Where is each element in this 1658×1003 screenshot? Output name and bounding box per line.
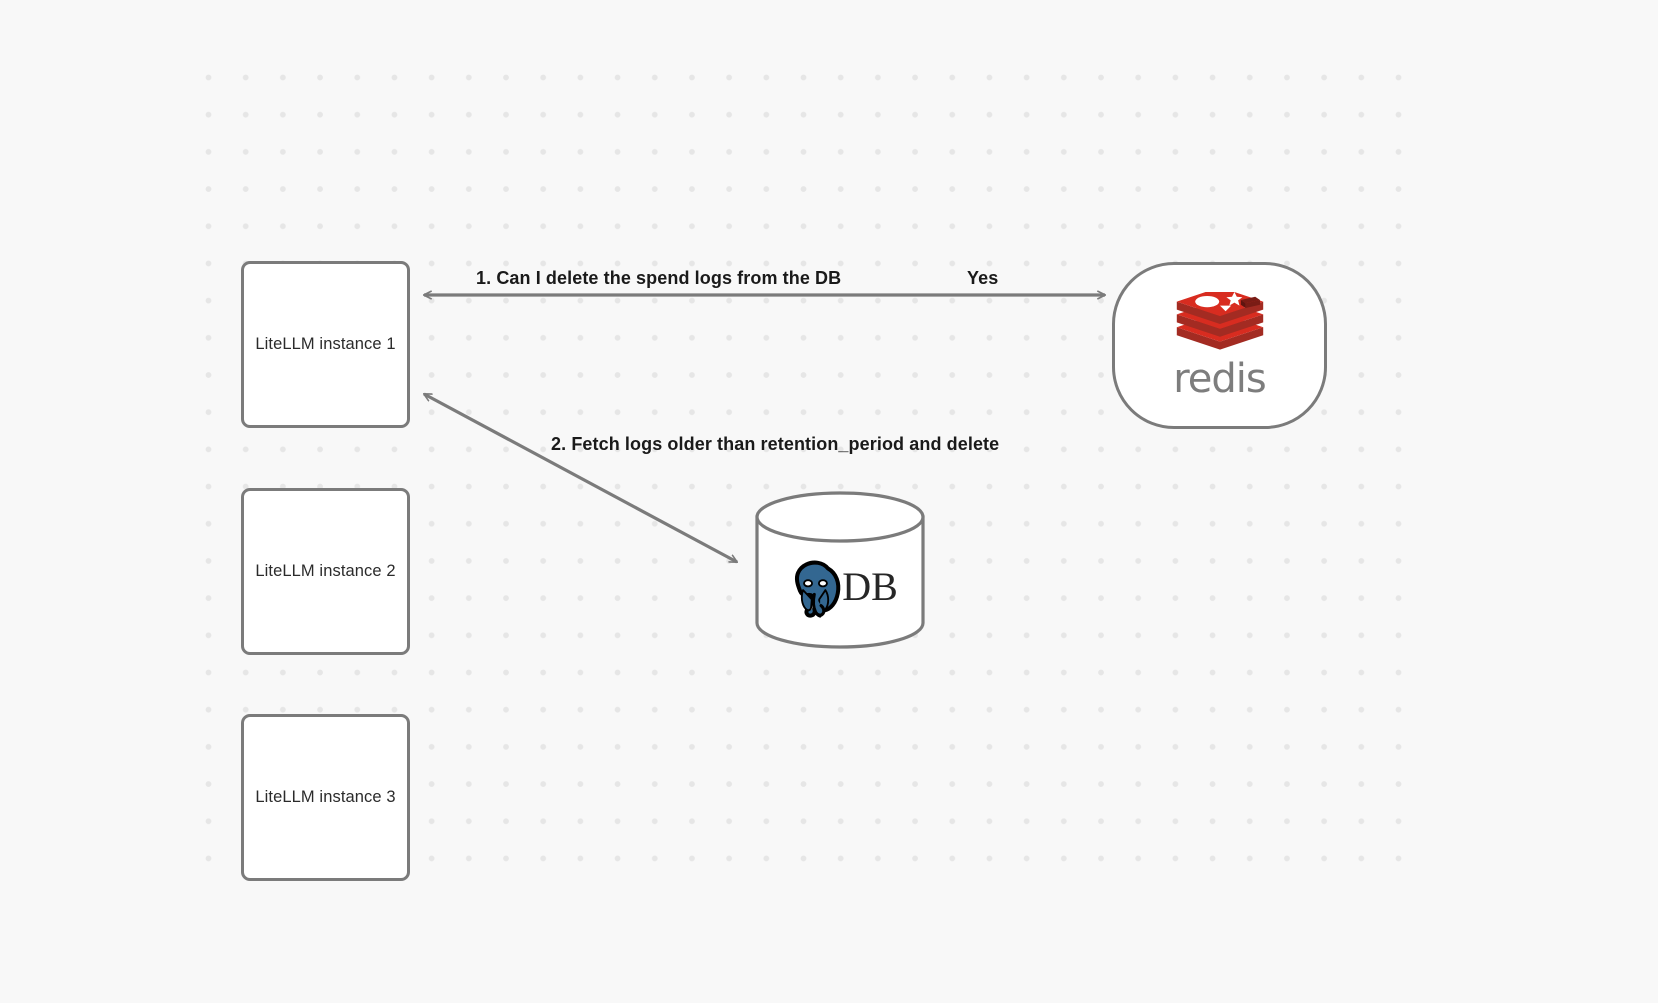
node-litellm-instance-3[interactable]: LiteLLM instance 3 (241, 714, 410, 881)
postgres-elephant-icon (795, 560, 841, 618)
edge-instance1-to-database (424, 392, 737, 564)
node-litellm-instance-1[interactable]: LiteLLM instance 1 (241, 261, 410, 428)
redis-logo-icon (1176, 292, 1263, 350)
node-redis[interactable]: redis (1112, 262, 1327, 429)
edge-label-db-delete: 2. Fetch logs older than retention_perio… (551, 434, 1000, 454)
database-cylinder-shape (755, 491, 925, 649)
node-litellm-instance-3-label: LiteLLM instance 3 (255, 788, 396, 807)
redis-wordmark-label: redis (1173, 356, 1267, 402)
node-database[interactable]: DB (754, 490, 926, 650)
edge-label-redis-query: 1. Can I delete the spend logs from the … (476, 268, 842, 288)
edge-label-redis-reply: Yes (967, 268, 999, 288)
node-litellm-instance-1-label: LiteLLM instance 1 (255, 335, 396, 354)
node-litellm-instance-2-label: LiteLLM instance 2 (255, 562, 396, 581)
database-label: DB (842, 564, 898, 609)
node-litellm-instance-2[interactable]: LiteLLM instance 2 (241, 488, 410, 655)
